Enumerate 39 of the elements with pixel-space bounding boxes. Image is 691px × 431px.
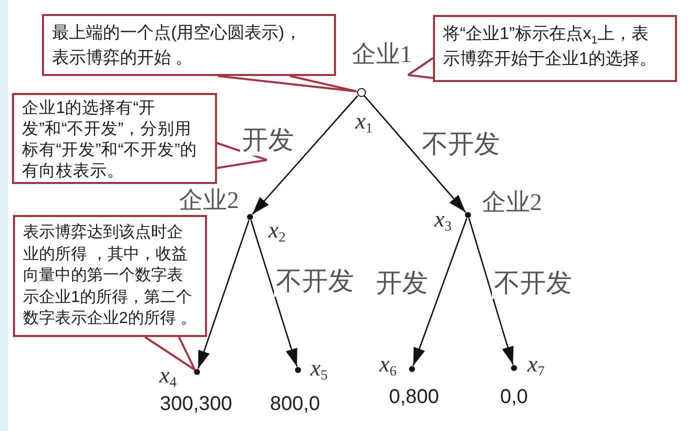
hollow-node-circle xyxy=(356,88,366,96)
arrow xyxy=(252,95,358,215)
terminal-node-dot xyxy=(511,365,517,371)
player-label: 企业2 xyxy=(482,190,542,216)
node-label: x$_{2}$ xyxy=(268,217,286,243)
terminal-node-dot xyxy=(194,369,200,375)
arrow xyxy=(250,220,298,367)
decision-node-dot xyxy=(247,214,253,220)
node-label: x$_{7}$ xyxy=(527,351,545,377)
payoff-label: 0,0 xyxy=(500,386,528,408)
terminal-node-dot xyxy=(409,366,415,372)
edge-label: 不开发 xyxy=(492,270,574,298)
decision-node-dot xyxy=(465,212,471,218)
callout-note: 最上端的一个点(用空心圆表示)，表示博弈的开始 。 xyxy=(42,14,336,76)
arrow xyxy=(412,218,468,366)
node-label: x$_{6}$ xyxy=(379,351,397,377)
player-label: 企业2 xyxy=(179,188,239,214)
node-label: x$_{5}$ xyxy=(310,355,328,381)
node-label: x$_{3}$ xyxy=(434,206,452,232)
player-label: 企业1 xyxy=(352,42,412,68)
callout-note: 将“企业1”标示在点x$_{1}$上，表示博弈开始于企业1的选择。 xyxy=(433,15,677,82)
edge-label: 不开发 xyxy=(274,268,356,296)
arrow xyxy=(364,95,466,213)
payoff-label: 300,300 xyxy=(160,393,232,415)
edge-label: 开发 xyxy=(240,126,296,156)
callout-pointer xyxy=(217,75,358,92)
node-label: x$_{1}$ xyxy=(355,108,373,134)
node-label: x$_{4}$ xyxy=(159,362,177,388)
callout-pointer xyxy=(407,57,434,79)
payoff-label: 0,800 xyxy=(388,386,440,408)
payoff-label: 800,0 xyxy=(270,393,320,415)
arrow xyxy=(197,220,250,369)
callout-note: 企业1的选择有“开发”和“不开发”，分别用标有“开发”和“不开发”的有向枝表示。 xyxy=(12,93,217,184)
callout-pointer xyxy=(144,336,196,371)
callout-pointer xyxy=(216,142,268,169)
callout-note: 表示博弈达到该点时企业的所得 ，其中，收益向量中的第一个数字表示企业1的所得，第二个数字表示企业2的所得 。 xyxy=(13,215,207,337)
arrow xyxy=(468,218,514,365)
terminal-node-dot xyxy=(295,367,301,373)
edge-label: 不开发 xyxy=(420,130,502,160)
